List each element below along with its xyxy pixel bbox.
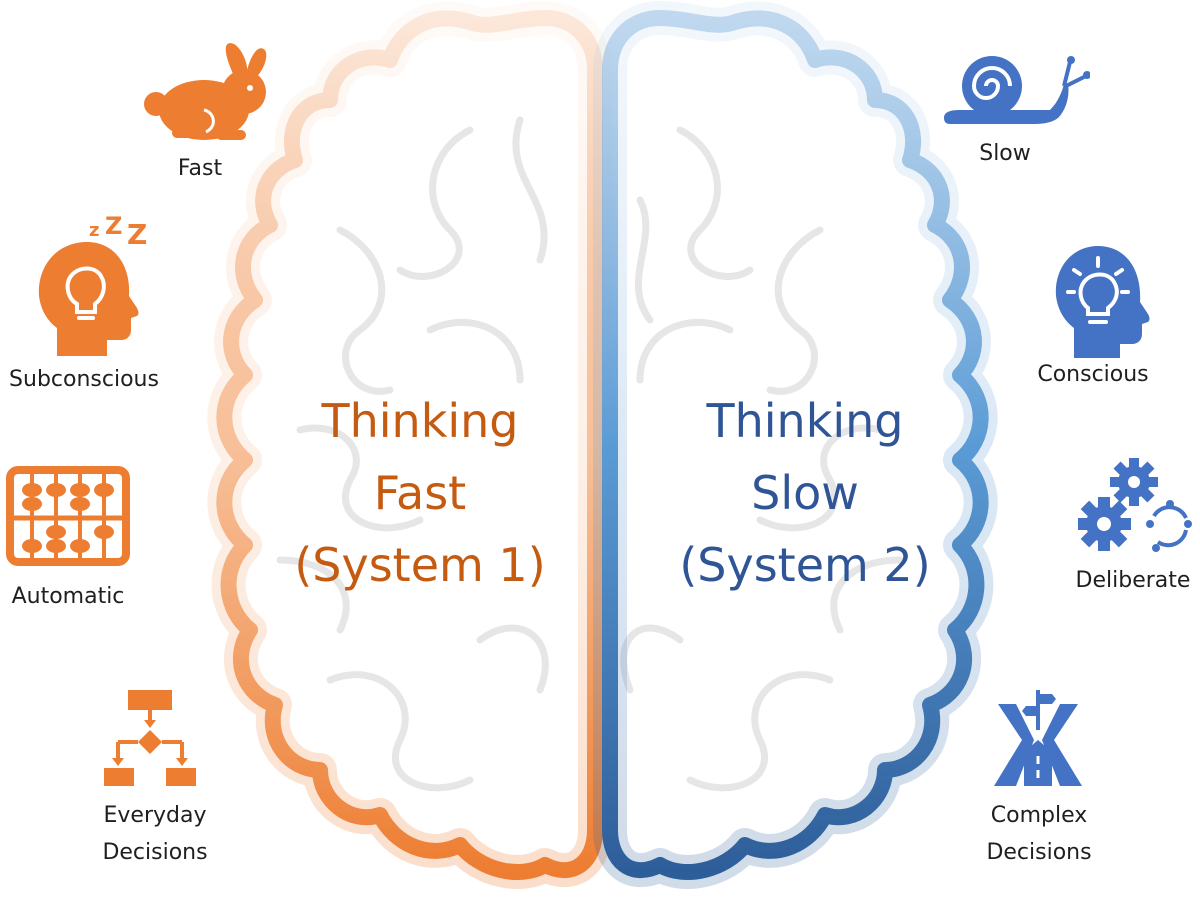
thinking-slow-line-3: (System 2) — [679, 538, 931, 592]
subconscious-label: Subconscious — [9, 367, 159, 392]
everyday-decisions-line-2: Decisions — [102, 840, 208, 865]
everyday-decisions-line-1: Everyday — [103, 803, 207, 828]
flowchart-icon — [104, 690, 196, 786]
slow-label: Slow — [979, 141, 1031, 166]
complex-decisions-label: Complex Decisions — [960, 797, 1118, 871]
lightbulb-head-icon — [1055, 246, 1150, 358]
thinking-fast-title: Thinking Fast (System 1) — [250, 385, 590, 601]
svg-text:Z: Z — [105, 212, 122, 240]
everyday-decisions-label: Everyday Decisions — [80, 797, 230, 871]
snail-icon — [944, 56, 1090, 124]
crossroads-icon — [994, 690, 1082, 786]
brain-folds — [276, 116, 904, 792]
thinking-fast-line-3: (System 1) — [294, 538, 546, 592]
svg-text:z: z — [89, 220, 99, 241]
rabbit-icon — [144, 43, 267, 140]
thinking-slow-line-2: Slow — [751, 466, 859, 520]
complex-decisions-line-1: Complex — [990, 803, 1088, 828]
complex-decisions-line-2: Decisions — [986, 840, 1092, 865]
thinking-fast-line-2: Fast — [373, 466, 467, 520]
svg-text:Z: Z — [127, 218, 147, 251]
thinking-fast-line-1: Thinking — [321, 394, 519, 448]
left-hemisphere-glow — [207, 1, 612, 889]
gears-cycle-icon — [1078, 458, 1192, 552]
conscious-label: Conscious — [1037, 362, 1149, 387]
sleeping-head-icon: z Z Z — [38, 212, 147, 356]
automatic-label: Automatic — [11, 584, 125, 609]
abacus-icon — [6, 466, 130, 566]
thinking-slow-line-1: Thinking — [706, 394, 904, 448]
deliberate-label: Deliberate — [1075, 568, 1191, 593]
thinking-slow-title: Thinking Slow (System 2) — [635, 385, 975, 601]
fast-label: Fast — [177, 156, 223, 181]
right-hemisphere-glow — [593, 1, 998, 889]
